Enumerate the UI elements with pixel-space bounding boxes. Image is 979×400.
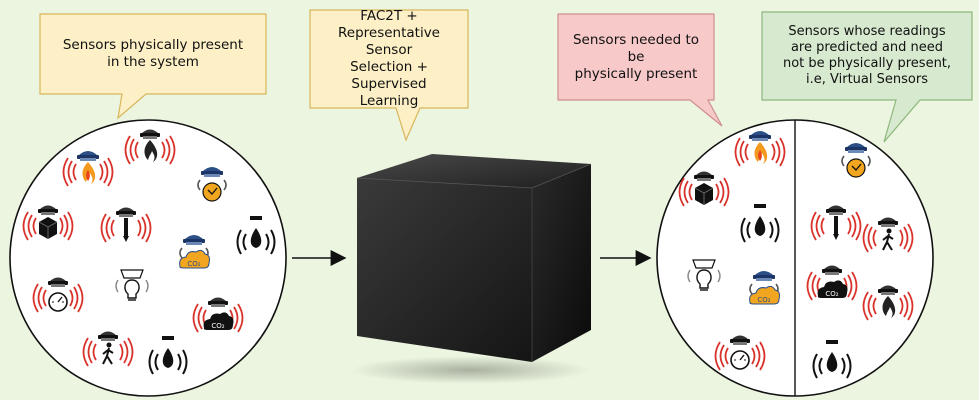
callout-virtual-sensors: Sensors whose readings are predicted and…	[782, 24, 952, 87]
co2-label: CO₂	[211, 322, 224, 330]
co2-label: CO₂	[757, 296, 770, 304]
callout-sensors-needed: Sensors needed to be physically present	[572, 31, 700, 82]
callout-virtual-shape	[761, 11, 973, 143]
callout-method: FAC2T + Representative Sensor Selection …	[337, 8, 440, 109]
callout-sensors-present: Sensors physically present in the system	[62, 37, 244, 70]
callout-method-shape	[309, 9, 469, 142]
co2-label: CO₂	[825, 290, 838, 298]
co2-label: CO₂	[187, 260, 200, 268]
sensors-present-circle	[9, 119, 287, 397]
sensors-output-circle	[656, 119, 934, 397]
callout-needed-shape	[557, 13, 723, 127]
black-box-icon	[350, 154, 592, 384]
callout-present-shape	[39, 13, 267, 120]
